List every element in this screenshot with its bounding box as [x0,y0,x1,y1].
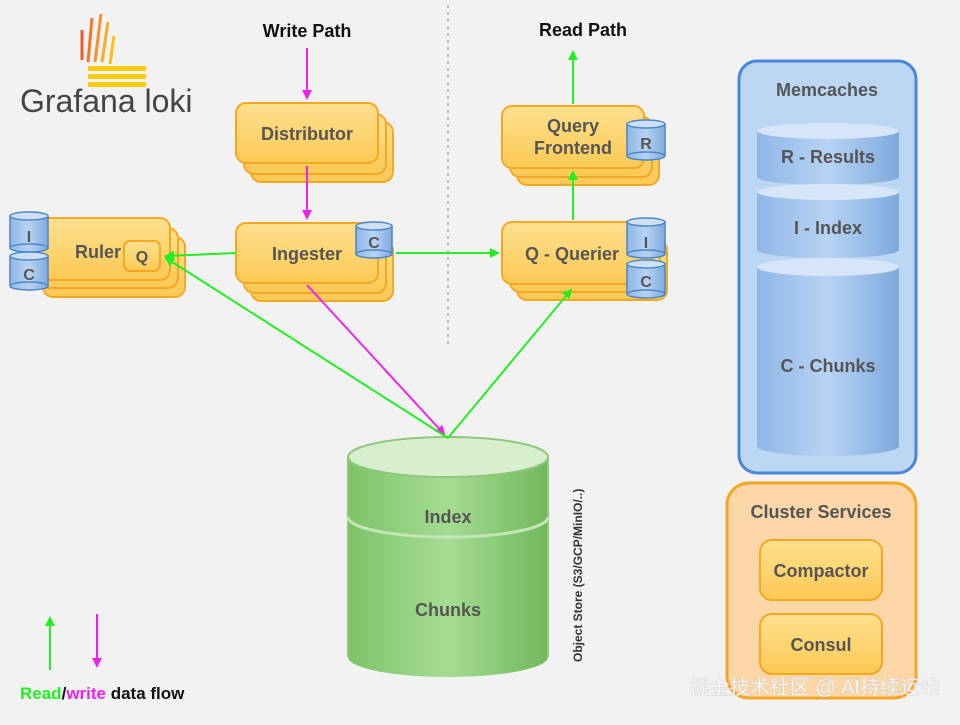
ingester-node[interactable]: Ingester C [235,221,394,302]
object-store-chunks-label: Chunks [415,600,481,620]
query-frontend-label-line1: Query [547,116,599,136]
svg-text:Q: Q [136,249,148,266]
legend-suffix: data flow [106,684,185,703]
compactor-node[interactable]: Compactor [759,539,883,601]
svg-text:I: I [27,229,31,246]
ingester-label: Ingester [272,244,342,264]
memcaches-panel: Memcaches R - Results I - Index C - Chun… [737,59,918,475]
store-to-ruler-arrow [164,256,449,439]
store-to-querier-arrow [447,288,573,439]
flow-legend: Read/write data flow [20,614,185,703]
querier-label: Q - Querier [525,244,619,264]
legend-write-label: write [65,684,106,703]
read-path-header: Read Path [539,20,627,40]
svg-text:R: R [640,136,652,153]
svg-text:I: I [644,235,648,252]
cluster-services-title: Cluster Services [750,502,891,522]
grafana-loki-logo: Grafana loki [20,13,193,119]
consul-label: Consul [791,635,852,655]
svg-text:C: C [368,235,380,252]
svg-text:C: C [640,274,652,291]
legend-separator: / [62,684,67,703]
index-memcache[interactable]: I - Index [757,184,899,258]
ruler-index-cache-icon: I [9,211,49,253]
legend-read-label: Read [20,684,62,703]
results-cache-icon: R [626,119,666,161]
ingester-to-ruler-arrow [164,250,237,261]
memcaches-title: Memcaches [776,80,878,100]
watermark: 掘金技术社区 @ AI持续运维 [690,676,940,699]
svg-text:C: C [23,267,35,284]
chunks-memcache-label: C - Chunks [780,356,875,376]
object-store-index-label: Index [424,507,471,527]
querier-index-cache-icon: I [626,217,666,259]
legend-text: Read/write data flow [20,684,185,703]
query-frontend-node[interactable]: Query Frontend R [501,105,666,186]
ruler-node[interactable]: Ruler I C Q [9,211,186,298]
index-memcache-label: I - Index [794,218,862,238]
ingester-to-store-arrow [306,284,446,436]
object-store-caption: Object Store (S3/GCP/MinIO/..) [571,489,585,662]
ruler-label: Ruler [75,242,121,262]
ruler-chunk-cache-icon: C [9,251,49,291]
ruler-query-badge: Q [123,240,161,272]
compactor-label: Compactor [773,561,868,581]
querier-chunk-cache-icon: C [626,259,666,299]
consul-node[interactable]: Consul [759,613,883,675]
querier-node[interactable]: Q - Querier I C [501,217,668,301]
results-memcache[interactable]: R - Results [757,123,899,185]
query-frontend-label-line2: Frontend [534,138,612,158]
ingester-chunk-cache-icon: C [355,221,393,259]
results-memcache-label: R - Results [781,147,875,167]
object-store-cylinder[interactable]: Index Chunks [346,436,550,677]
flow-arrows [164,48,578,439]
chunks-memcache[interactable]: C - Chunks [757,258,899,456]
write-path-header: Write Path [263,21,352,41]
brand-name: Grafana loki [20,83,193,119]
distributor-node[interactable]: Distributor [235,102,394,183]
distributor-label: Distributor [261,124,353,144]
cluster-services-panel: Cluster Services Compactor Consul [725,481,918,700]
